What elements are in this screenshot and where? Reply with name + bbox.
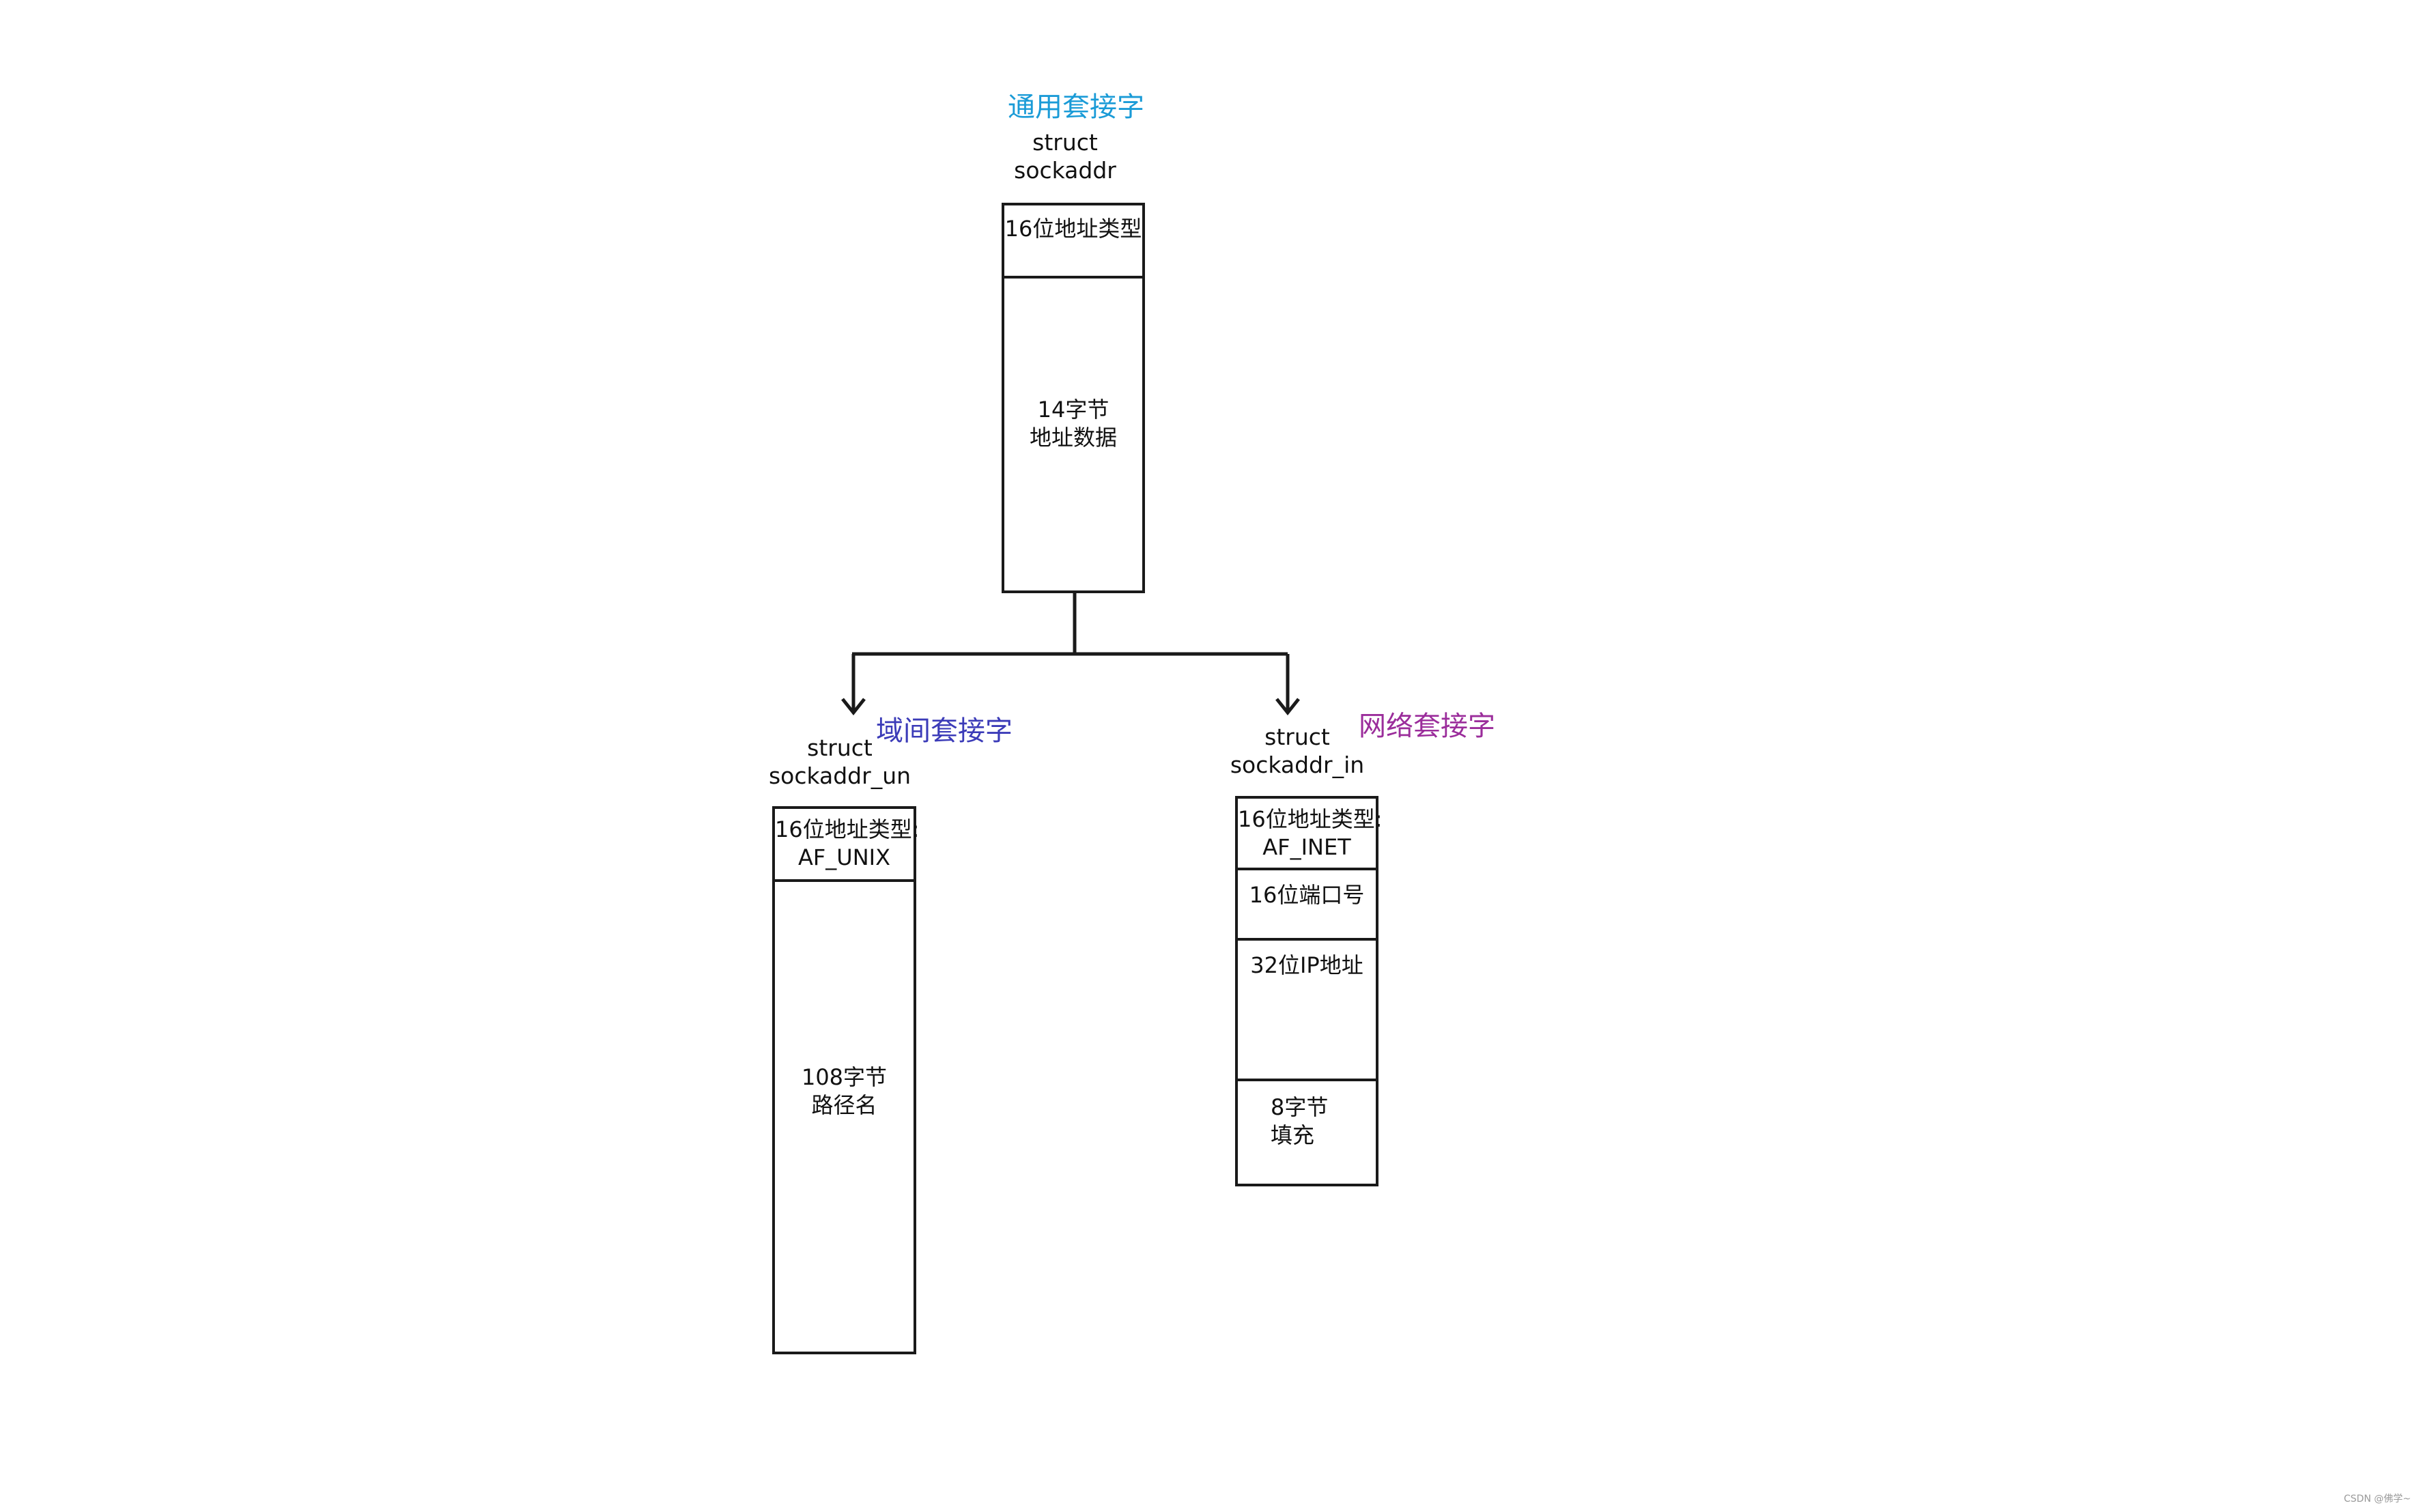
sockaddr-in-port-label: 16位端口号 — [1249, 882, 1365, 908]
sockaddr-in-ip-field: 32位IP地址 — [1238, 941, 1376, 1081]
inet-struct-type: sockaddr_in — [1230, 752, 1365, 778]
sockaddr-un-box: 16位地址类型: AF_UNIX 108字节 路径名 — [772, 806, 920, 1354]
unix-struct-name: struct sockaddr_un — [768, 734, 911, 790]
inet-socket-heading: 网络套接字 — [1359, 711, 1495, 742]
arrow-left-icon — [841, 698, 866, 716]
generic-struct-name: struct sockaddr — [1010, 128, 1120, 184]
watermark: CSDN @佛学~ — [2343, 1494, 2411, 1504]
sockaddr-data-field: 14字节 地址数据 — [1004, 279, 1142, 590]
inet-struct-name: struct sockaddr_in — [1229, 723, 1366, 779]
generic-socket-heading: 通用套接字 — [1008, 91, 1144, 123]
inet-struct-keyword: struct — [1264, 724, 1330, 750]
sockaddr-type-label: 16位地址类型 — [1004, 216, 1142, 242]
unix-struct-keyword: struct — [807, 734, 873, 761]
sockaddr-data-label: 14字节 地址数据 — [1029, 397, 1117, 451]
sockaddr-in-type-field: 16位地址类型: AF_INET — [1238, 799, 1383, 870]
sockaddr-in-ip-label: 32位IP地址 — [1250, 952, 1363, 978]
generic-struct-type: sockaddr — [1014, 157, 1116, 184]
unix-socket-heading: 域间套接字 — [876, 715, 1013, 747]
sockaddr-in-box: 16位地址类型: AF_INET 16位端口号 32位IP地址 8字节 填充 — [1235, 796, 1383, 1186]
unix-struct-type: sockaddr_un — [768, 762, 911, 789]
sockaddr-in-port-field: 16位端口号 — [1238, 870, 1376, 941]
generic-struct-keyword: struct — [1032, 129, 1098, 156]
sockaddr-in-padding-field: 8字节 填充 — [1238, 1081, 1376, 1184]
sockaddr-in-type-label: 16位地址类型: AF_INET — [1238, 806, 1383, 860]
sockaddr-un-type-label: 16位地址类型: AF_UNIX — [775, 816, 920, 870]
sockaddr-box: 16位地址类型 14字节 地址数据 — [1002, 203, 1145, 593]
sockaddr-un-path-field: 108字节 路径名 — [775, 882, 914, 1352]
arrow-right-icon — [1275, 698, 1300, 716]
sockaddr-un-path-label: 108字节 路径名 — [801, 1064, 888, 1118]
sockaddr-un-type-field: 16位地址类型: AF_UNIX — [775, 809, 920, 882]
sockaddr-in-padding-label: 8字节 填充 — [1271, 1094, 1329, 1148]
sockaddr-type-field: 16位地址类型 — [1004, 205, 1142, 279]
